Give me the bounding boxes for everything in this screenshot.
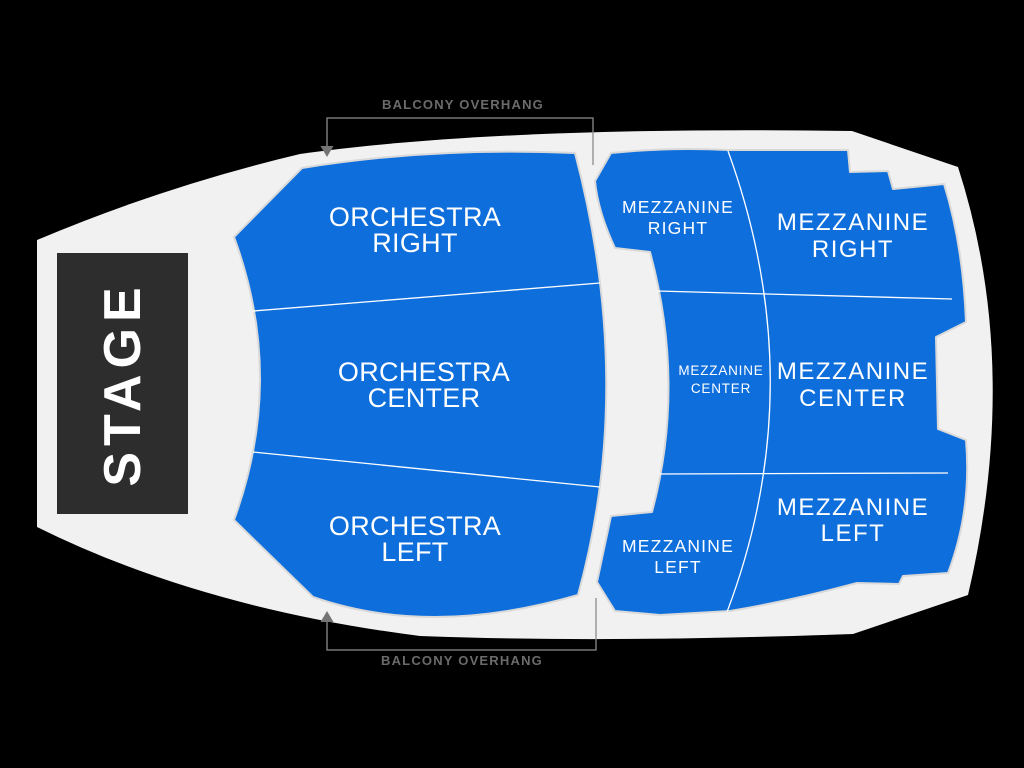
- mezzanine-center-rear-label-line2: CENTER: [799, 385, 907, 412]
- orchestra-divider-right-center: [252, 282, 601, 312]
- mezzanine-center-front-label-line1: MEZZANINE: [678, 363, 763, 378]
- orchestra-right-label-line2: RIGHT: [372, 228, 458, 258]
- orchestra-left-label-line2: LEFT: [381, 537, 448, 567]
- orchestra-sections-shape: [233, 150, 608, 618]
- orchestra-left-label-line1: ORCHESTRA: [329, 511, 501, 541]
- mezzanine-right-front-label-line2: RIGHT: [648, 218, 708, 238]
- mezzanine-left-front-label-line2: LEFT: [654, 557, 702, 577]
- mezzanine-sections-shape: [594, 148, 969, 616]
- mezzanine-left-rear-label-line1: MEZZANINE: [777, 494, 929, 521]
- orchestra-divider-center-left: [252, 451, 601, 488]
- section-mezzanine-center-rear[interactable]: [763, 291, 948, 474]
- section-orchestra-center[interactable]: [253, 283, 606, 487]
- arrow-down-icon: [320, 146, 334, 157]
- balcony-overhang-bottom-label: BALCONY OVERHANG: [381, 653, 543, 668]
- balcony-overhang-bottom-bracket: [326, 598, 597, 651]
- mezzanine-divider-center-left: [658, 472, 949, 475]
- mezzanine-center-rear-label-line1: MEZZANINE: [777, 358, 929, 385]
- orchestra-center-label-line1: ORCHESTRA: [338, 357, 510, 387]
- mezzanine-left-front-label-line1: MEZZANINE: [622, 536, 734, 556]
- mezzanine-right-rear-label-line2: RIGHT: [812, 236, 894, 263]
- mezzanine-left-rear-label-line2: LEFT: [821, 520, 886, 547]
- mezzanine-right-front-label-line1: MEZZANINE: [622, 197, 734, 217]
- section-mezzanine-center-front[interactable]: [657, 291, 770, 474]
- orchestra-right-label-line1: ORCHESTRA: [329, 202, 501, 232]
- stage: [57, 253, 188, 514]
- mezzanine-divider-front-rear: [726, 150, 771, 613]
- arrow-up-icon: [320, 611, 334, 622]
- balcony-overhang-top-bracket: [326, 117, 594, 165]
- stage-label: STAGE: [94, 281, 152, 486]
- mezzanine-right-rear-label-line1: MEZZANINE: [777, 209, 929, 236]
- orchestra-center-label-line2: CENTER: [368, 383, 481, 413]
- balcony-overhang-top-label: BALCONY OVERHANG: [382, 97, 544, 112]
- mezzanine-center-front-label-line2: CENTER: [691, 381, 751, 396]
- mezzanine-divider-right-center: [656, 290, 953, 300]
